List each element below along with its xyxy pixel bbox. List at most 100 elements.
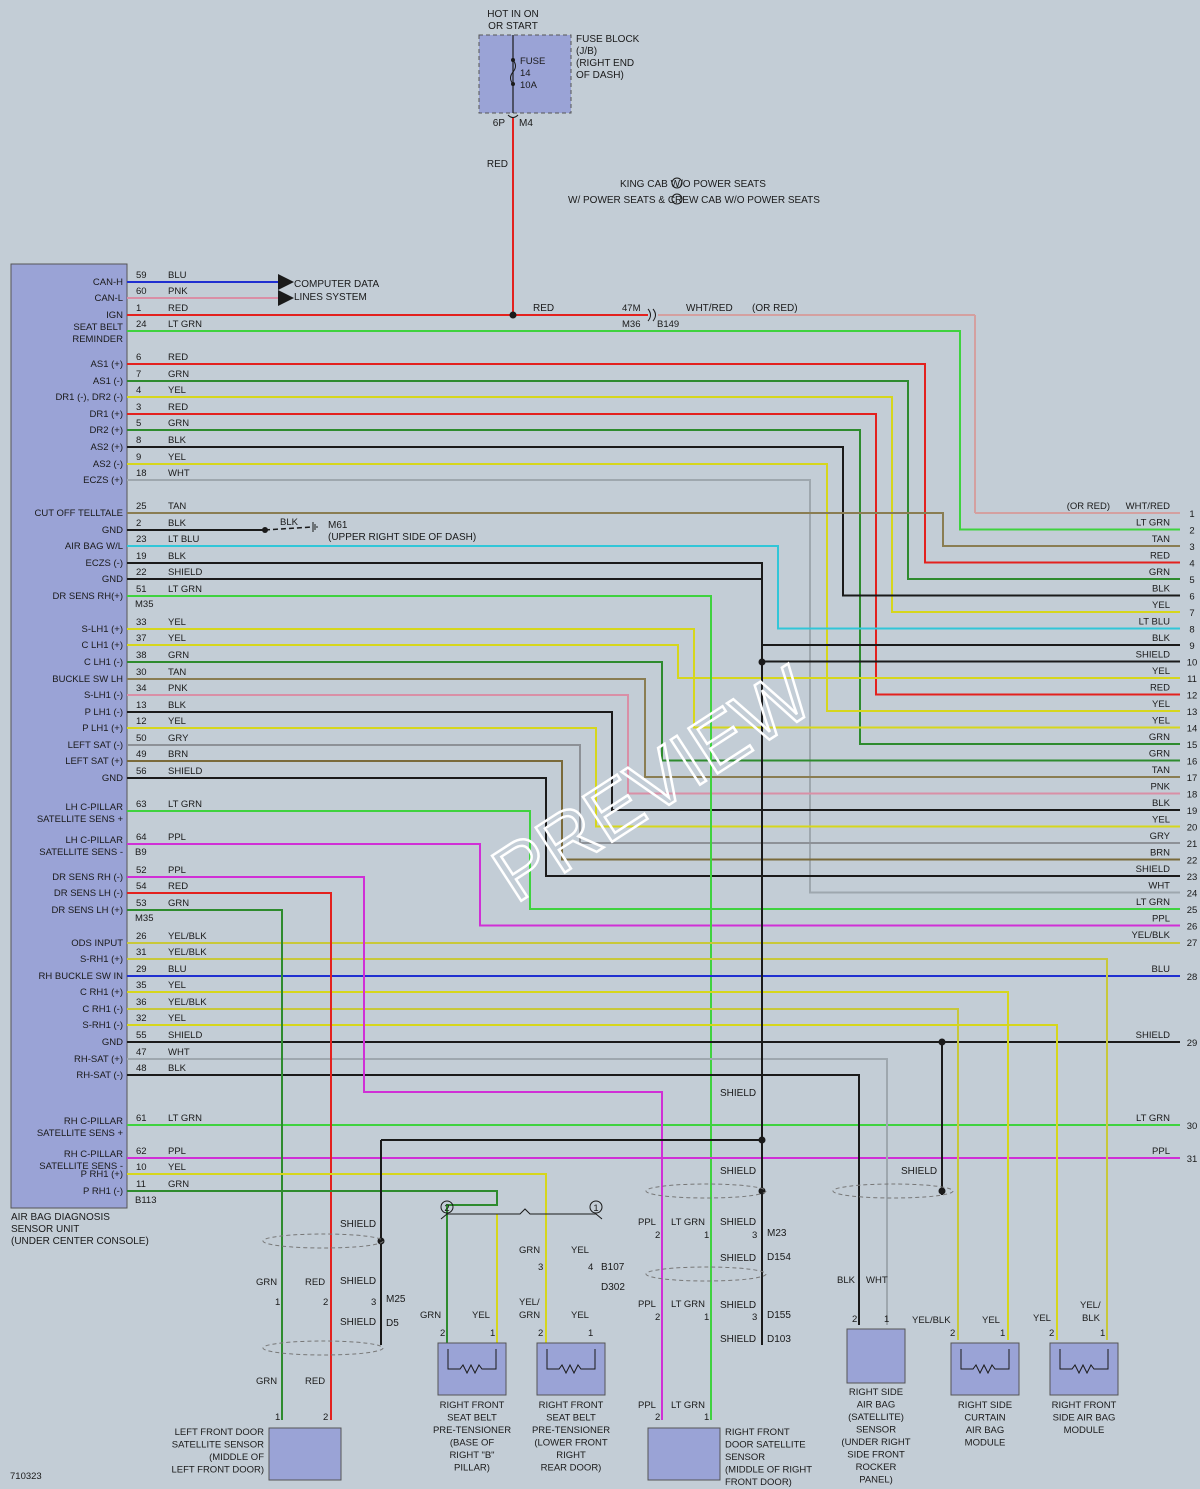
shield-label-10: SHIELD xyxy=(720,1334,756,1345)
pin-name: LH C-PILLAR xyxy=(65,802,123,813)
fuse-block-label-2: (J/B) xyxy=(576,46,597,57)
pin-number: 12 xyxy=(136,716,147,727)
pin-number: 49 xyxy=(136,749,147,760)
wire-63 xyxy=(127,810,1180,910)
component-label: RIGHT "B" xyxy=(449,1450,494,1461)
wire-31 xyxy=(127,958,1108,1340)
pin-name: LH C-PILLAR xyxy=(65,835,123,846)
wire-37 xyxy=(127,644,1180,679)
component-label: RIGHT FRONT xyxy=(539,1400,604,1411)
component-label: RIGHT FRONT xyxy=(1052,1400,1117,1411)
pin-wire-color: RED xyxy=(168,352,188,363)
pin-name: AS1 (+) xyxy=(91,359,123,370)
pin-number: 7 xyxy=(136,369,141,380)
pin-name: GND xyxy=(102,1037,123,1048)
component-pin: 4 xyxy=(588,1262,593,1273)
component-wire-color: GRN xyxy=(256,1376,277,1387)
pin-number: 26 xyxy=(136,931,147,942)
pin-number: 5 xyxy=(136,418,141,429)
conn-d154: D154 xyxy=(767,1252,791,1263)
connector-shell xyxy=(832,1183,954,1199)
terminal-number: 12 xyxy=(1187,691,1198,702)
wire-12 xyxy=(127,727,1180,828)
shield-label-8: SHIELD xyxy=(720,1253,756,1264)
component-pin: 1 xyxy=(275,1297,280,1308)
pin-wire-color: YEL xyxy=(168,385,186,396)
shield-label-5: SHIELD xyxy=(340,1276,376,1287)
component-wire-color: YEL xyxy=(472,1310,490,1321)
terminal-wire-color: LT BLU xyxy=(1139,617,1170,628)
pin-number: 32 xyxy=(136,1013,147,1024)
terminal-number: 7 xyxy=(1189,608,1194,619)
b149-connector: B149 xyxy=(657,319,679,330)
pin-wire-color: PPL xyxy=(168,1146,186,1157)
pin-wire-color: YEL xyxy=(168,452,186,463)
pin-wire-color: YEL xyxy=(168,1013,186,1024)
pin-number: 38 xyxy=(136,650,147,661)
pin-number: 9 xyxy=(136,452,141,463)
pin-wire-color: LT GRN xyxy=(168,319,202,330)
component-label: RIGHT SIDE xyxy=(958,1400,1012,1411)
terminal-wire-color: PPL xyxy=(1152,1146,1170,1157)
component-wire-color: GRN xyxy=(420,1310,441,1321)
wire-23 xyxy=(127,545,1180,630)
pin-wire-color: PNK xyxy=(168,286,188,297)
pin-name: DR2 (+) xyxy=(89,425,123,436)
component-pin: 2 xyxy=(950,1328,955,1339)
component-wire-color: YEL xyxy=(571,1310,589,1321)
component-label: PILLAR) xyxy=(454,1463,490,1474)
component-pin: 2 xyxy=(655,1230,660,1241)
pin-number: 2 xyxy=(136,518,141,529)
m61-wire: BLK xyxy=(280,517,299,528)
pin-wire-color: WHT xyxy=(168,1047,190,1058)
watermark: PREVIEW xyxy=(477,649,827,919)
component-pin: 1 xyxy=(1100,1328,1105,1339)
pin-name: SATELLITE SENS - xyxy=(39,847,123,858)
pin-number: 10 xyxy=(136,1162,147,1173)
terminal-wire-color: BRN xyxy=(1150,848,1170,859)
pin-number: 50 xyxy=(136,733,147,744)
pin-wire-color: YEL xyxy=(168,1162,186,1173)
pin-number: 47 xyxy=(136,1047,147,1058)
pin-name: ECZS (-) xyxy=(86,558,123,569)
figure-id: 710323 xyxy=(10,1471,42,1482)
terminal-number: 5 xyxy=(1189,575,1194,586)
terminal-wire-color: YEL xyxy=(1152,716,1170,727)
pin-number: 6 xyxy=(136,352,141,363)
pin-wire-color: RED xyxy=(168,881,188,892)
pin-name: CAN-H xyxy=(93,277,123,288)
fuse-pin-left: 6P xyxy=(493,118,506,129)
fuse-block-label-1: FUSE BLOCK xyxy=(576,34,640,45)
pin-wire-color: YEL/BLK xyxy=(168,931,207,942)
pin-name: CUT OFF TELLTALE xyxy=(34,508,123,519)
pin-number: 11 xyxy=(136,1179,146,1190)
component-label: ROCKER xyxy=(856,1462,897,1473)
terminal-number: 20 xyxy=(1187,823,1198,834)
component-wire-color: YEL xyxy=(982,1315,1000,1326)
wire-25 xyxy=(127,512,1180,547)
pin-name: BUCKLE SW LH xyxy=(52,674,123,685)
terminal-wire-color: SHIELD xyxy=(1136,650,1170,661)
splice-dot xyxy=(938,1187,946,1195)
wire-13 xyxy=(127,711,1180,811)
component-label: DOOR SATELLITE xyxy=(725,1440,806,1451)
squib-icon xyxy=(960,1349,1010,1375)
wire-4 xyxy=(127,396,1180,613)
component-pin: 2 xyxy=(538,1328,543,1339)
conn-d103: D103 xyxy=(767,1334,791,1345)
pin-name: GND xyxy=(102,574,123,585)
terminal-number: 11 xyxy=(1187,674,1197,685)
component-box xyxy=(268,1427,342,1481)
pin-wire-color: BLK xyxy=(168,518,187,529)
component-pin: 1 xyxy=(704,1230,709,1241)
component-wire-color: PPL xyxy=(638,1400,656,1411)
b149-wire-right: WHT/RED xyxy=(686,303,733,314)
terminal-wire-color: YEL xyxy=(1152,815,1170,826)
terminal-wire-color: LT GRN xyxy=(1136,1113,1170,1124)
pin-name: LEFT SAT (+) xyxy=(65,756,123,767)
conn-m25: M25 xyxy=(386,1294,406,1305)
terminal-wire-color: YEL/BLK xyxy=(1131,930,1170,941)
